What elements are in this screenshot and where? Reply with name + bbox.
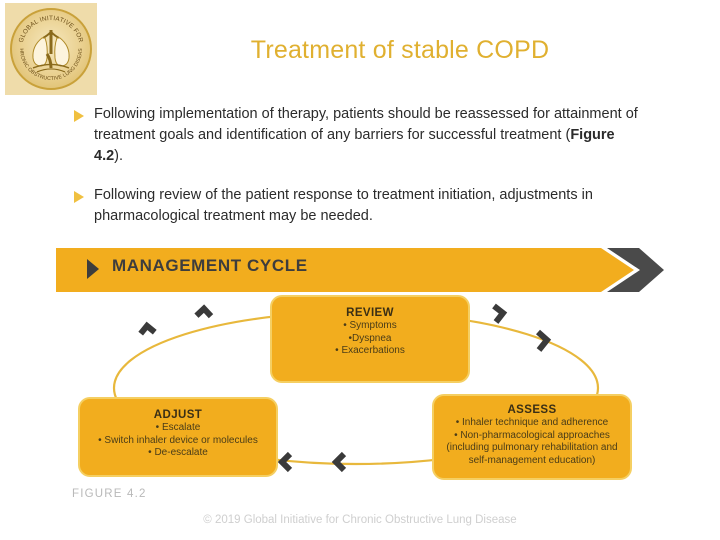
cycle-node-adjust-line-2: • De-escalate [148, 447, 208, 458]
gold-logo-badge: GLOBAL INITIATIVE FOR CHRONIC OBSTRUCTIV… [10, 8, 92, 90]
arrow-marker-right-2 [536, 329, 552, 352]
bullet-text-1: Following implementation of therapy, pat… [94, 104, 644, 167]
cycle-node-review-line-0: • Symptoms [343, 320, 397, 331]
arrow-marker-right-1 [492, 303, 508, 324]
triangle-bullet-icon [74, 110, 84, 122]
cycle-node-adjust-line-1: • Switch inhaler device or molecules [98, 434, 258, 446]
cycle-node-assess-line-0: • Inhaler technique and adherence [455, 417, 609, 428]
page-title: Treatment of stable COPD [250, 36, 550, 64]
cycle-node-assess-line-3: self-management education) [468, 454, 596, 466]
cycle-node-adjust-title: ADJUST [153, 409, 203, 421]
cycle-node-review-line-1: •Dyspnea [348, 332, 392, 344]
cycle-node-review-line-2: • Exacerbations [335, 345, 405, 356]
bullet-list: Following implementation of therapy, pat… [74, 104, 644, 245]
gold-logo-ring-text: GLOBAL INITIATIVE FOR CHRONIC OBSTRUCTIV… [12, 10, 84, 82]
arrow-marker-left-1 [138, 321, 157, 336]
cycle-node-review-title: REVIEW [346, 307, 394, 319]
bullet-text-1-part-2: ). [114, 148, 124, 164]
management-cycle-figure: MANAGEMENT CYCLE [56, 244, 664, 506]
banner-chevron-icon [607, 248, 664, 292]
list-item: Following review of the patient response… [74, 185, 644, 227]
cycle-node-assess-title: ASSESS [507, 404, 557, 416]
bullet-text-2: Following review of the patient response… [94, 187, 593, 224]
arrow-marker-bottom-1 [277, 451, 293, 473]
banner-arrow-shape [56, 248, 634, 292]
cycle-node-review[interactable]: REVIEW • Symptoms •Dyspnea • Exacerbatio… [270, 295, 470, 383]
bullet-text-1-part-0: Following implementation of therapy, pat… [94, 106, 638, 143]
arrow-marker-left-2 [194, 304, 214, 319]
triangle-bullet-icon [74, 191, 84, 203]
cycle-node-assess-line-2: (including pulmonary rehabilitation and [446, 442, 618, 453]
management-cycle-banner [56, 248, 664, 292]
banner-play-triangle-icon [87, 259, 99, 279]
arrow-marker-bottom-2 [331, 451, 347, 473]
cycle-node-adjust-line-0: • Escalate [155, 422, 201, 433]
list-item: Following implementation of therapy, pat… [74, 104, 644, 167]
cycle-diagram: REVIEW • Symptoms •Dyspnea • Exacerbatio… [56, 292, 664, 506]
cycle-node-adjust[interactable]: ADJUST • Escalate • Switch inhaler devic… [78, 397, 278, 477]
bullet-text-1-part-1: Figure 4.2 [94, 127, 615, 164]
figure-caption: FIGURE 4.2 [72, 488, 147, 500]
banner-label: MANAGEMENT CYCLE [112, 256, 308, 275]
gold-logo: GLOBAL INITIATIVE FOR CHRONIC OBSTRUCTIV… [5, 3, 97, 95]
copyright-footer: © 2019 Global Initiative for Chronic Obs… [203, 514, 517, 526]
cycle-node-assess[interactable]: ASSESS • Inhaler technique and adherence… [432, 394, 632, 480]
lungs-icon [32, 29, 70, 73]
cycle-node-assess-line-1: • Non-pharmacological approaches [454, 429, 610, 441]
